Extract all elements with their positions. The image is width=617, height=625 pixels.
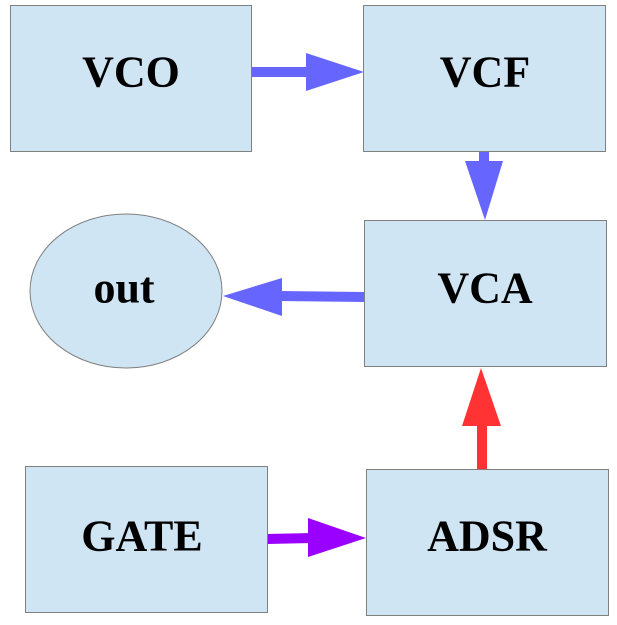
node-box [363, 5, 606, 152]
edge-line [277, 291, 365, 302]
edge-gate-to-adsr [266, 518, 366, 557]
node-label: out [93, 264, 154, 313]
node-ellipse [29, 213, 223, 369]
edge-vco-to-vcf [252, 53, 364, 91]
edge-adsr-to-vca [462, 368, 501, 469]
node-label: VCO [82, 48, 180, 97]
node-vco[interactable]: VCO [10, 5, 252, 152]
arrowhead-icon [306, 53, 364, 91]
arrowhead-icon [308, 518, 366, 557]
node-box [10, 5, 252, 152]
arrowhead-icon [223, 278, 282, 316]
node-label: GATE [81, 512, 202, 561]
node-label: VCF [440, 48, 530, 97]
edge-vca-to-out [223, 278, 365, 316]
node-label: ADSR [427, 512, 548, 561]
arrowhead-icon [465, 161, 503, 220]
node-box [364, 220, 607, 367]
edge-line [266, 533, 313, 544]
node-out[interactable]: out [29, 213, 223, 369]
node-vca[interactable]: VCA [364, 220, 607, 367]
node-box [366, 469, 609, 616]
node-label: VCA [437, 264, 533, 313]
node-gate[interactable]: GATE [25, 466, 268, 613]
node-box [25, 466, 268, 613]
node-adsr[interactable]: ADSR [366, 469, 609, 616]
edge-vcf-to-vca [465, 152, 503, 220]
node-vcf[interactable]: VCF [363, 5, 606, 152]
arrowhead-icon [462, 368, 501, 426]
